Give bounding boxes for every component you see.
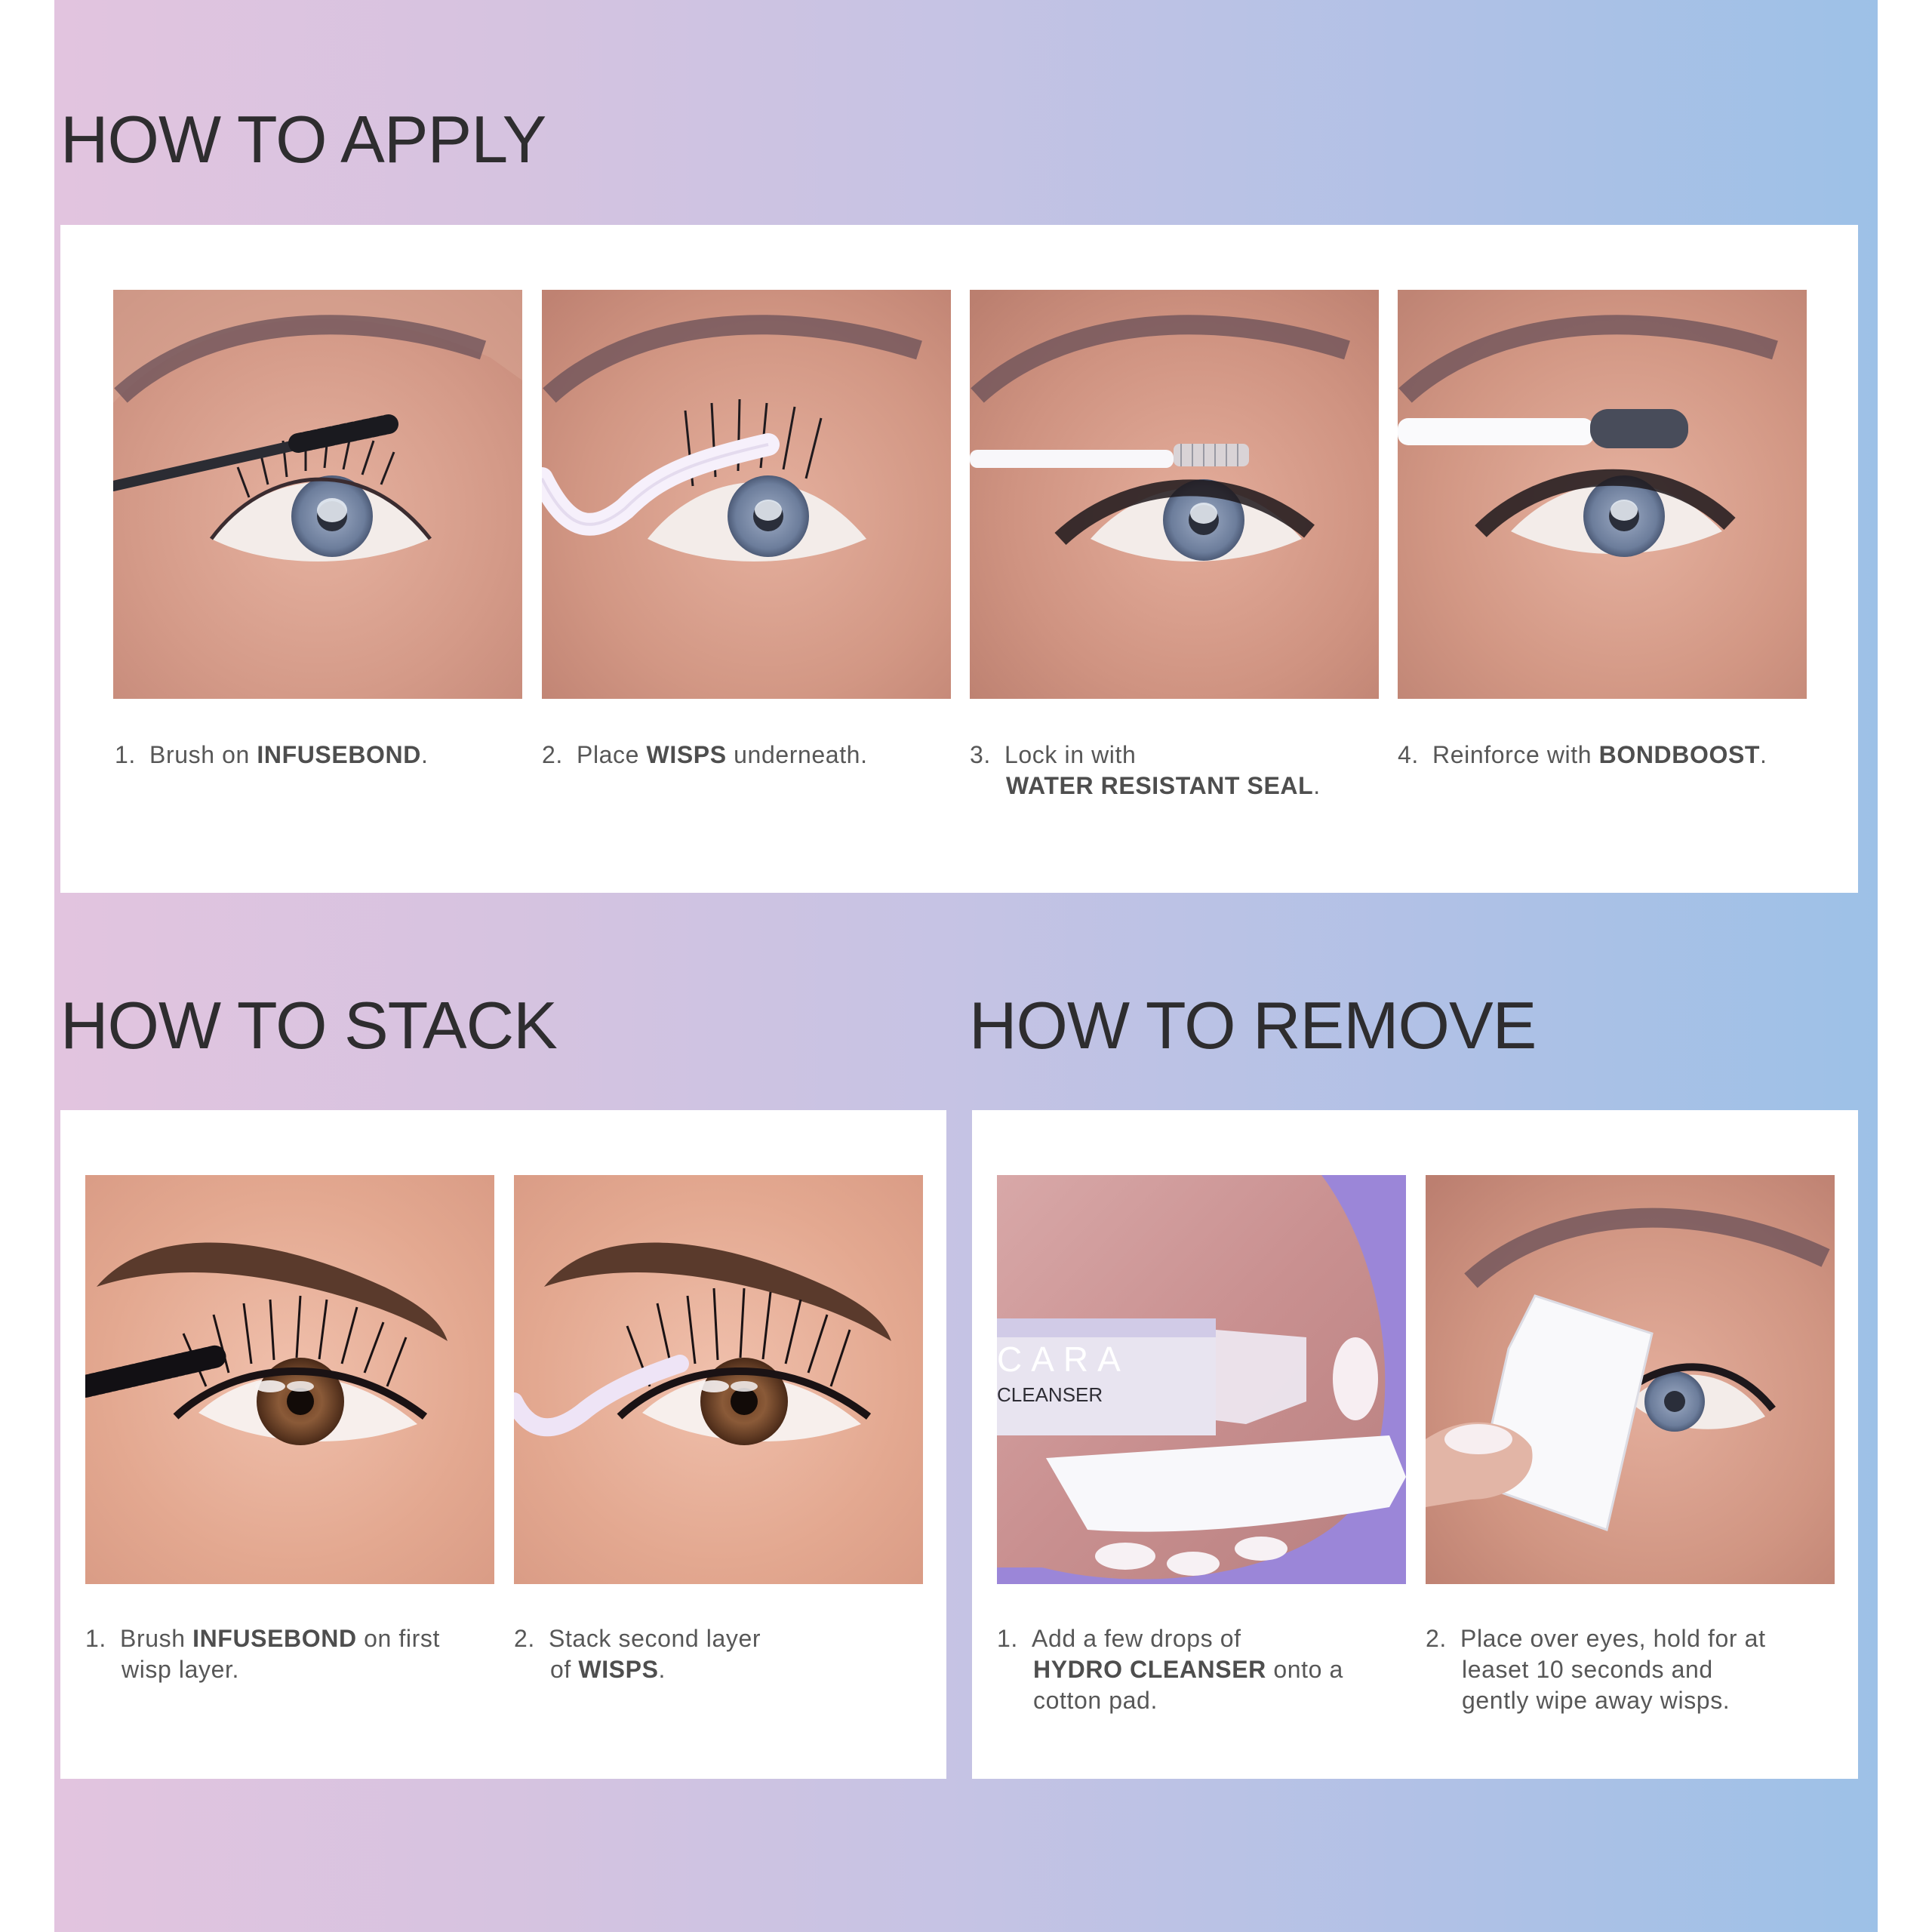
remove-step-2-caption: 2.Place over eyes, hold for at leaset 10…: [1426, 1625, 1766, 1714]
product-name: WISPS: [578, 1656, 659, 1683]
remove-step-2-photo: [1426, 1175, 1835, 1584]
product-name: BONDBOOST: [1598, 741, 1761, 768]
apply-step-2-photo: [542, 290, 951, 699]
product-name: INFUSEBOND: [192, 1625, 357, 1652]
brown-eye-mascara-image: [85, 1175, 494, 1584]
bottle-brand-text: CARA: [997, 1340, 1130, 1379]
stack-step-1-caption: 1.Brush INFUSEBOND on first wisp layer.: [85, 1625, 440, 1683]
cotton-pad-over-eye-image: [1426, 1175, 1835, 1584]
brown-eye-wisps-image: [514, 1175, 923, 1584]
apply-step-3-caption: 3.Lock in with WATER RESISTANT SEAL.: [970, 741, 1321, 799]
cleanser-bottle-cotton-pad-image: CARA CLEANSER: [997, 1175, 1406, 1584]
bottle-label-text: CLEANSER: [997, 1383, 1103, 1406]
stack-step-2-photo: [514, 1175, 923, 1584]
eye-wisps-applicator-image: [542, 290, 951, 699]
remove-step-1-caption: 1.Add a few drops of HYDRO CLEANSER onto…: [997, 1625, 1343, 1714]
remove-step-1-photo: CARA CLEANSER: [997, 1175, 1406, 1584]
eye-bondboost-wand-image: [1398, 290, 1807, 699]
product-name: WATER RESISTANT SEAL: [1006, 772, 1314, 799]
apply-step-3-photo: [970, 290, 1379, 699]
apply-step-1-caption: 1.Brush on INFUSEBOND.: [115, 741, 429, 768]
apply-step-4-photo: [1398, 290, 1807, 699]
stack-heading: HOW TO STACK: [60, 988, 558, 1063]
product-name: HYDRO CLEANSER: [1033, 1656, 1266, 1683]
product-name: INFUSEBOND: [257, 741, 421, 768]
eye-mascara-wand-image: [113, 290, 522, 699]
stack-step-1-photo: [85, 1175, 494, 1584]
stack-step-2-caption: 2.Stack second layer of WISPS.: [514, 1625, 761, 1683]
eye-seal-wand-image: [970, 290, 1379, 699]
apply-step-2-caption: 2.Place WISPS underneath.: [542, 741, 868, 768]
remove-heading: HOW TO REMOVE: [969, 988, 1537, 1063]
product-name: WISPS: [646, 741, 727, 768]
apply-heading: HOW TO APPLY: [60, 102, 546, 177]
apply-step-1-photo: [113, 290, 522, 699]
apply-step-4-caption: 4.Reinforce with BONDBOOST.: [1398, 741, 1767, 768]
